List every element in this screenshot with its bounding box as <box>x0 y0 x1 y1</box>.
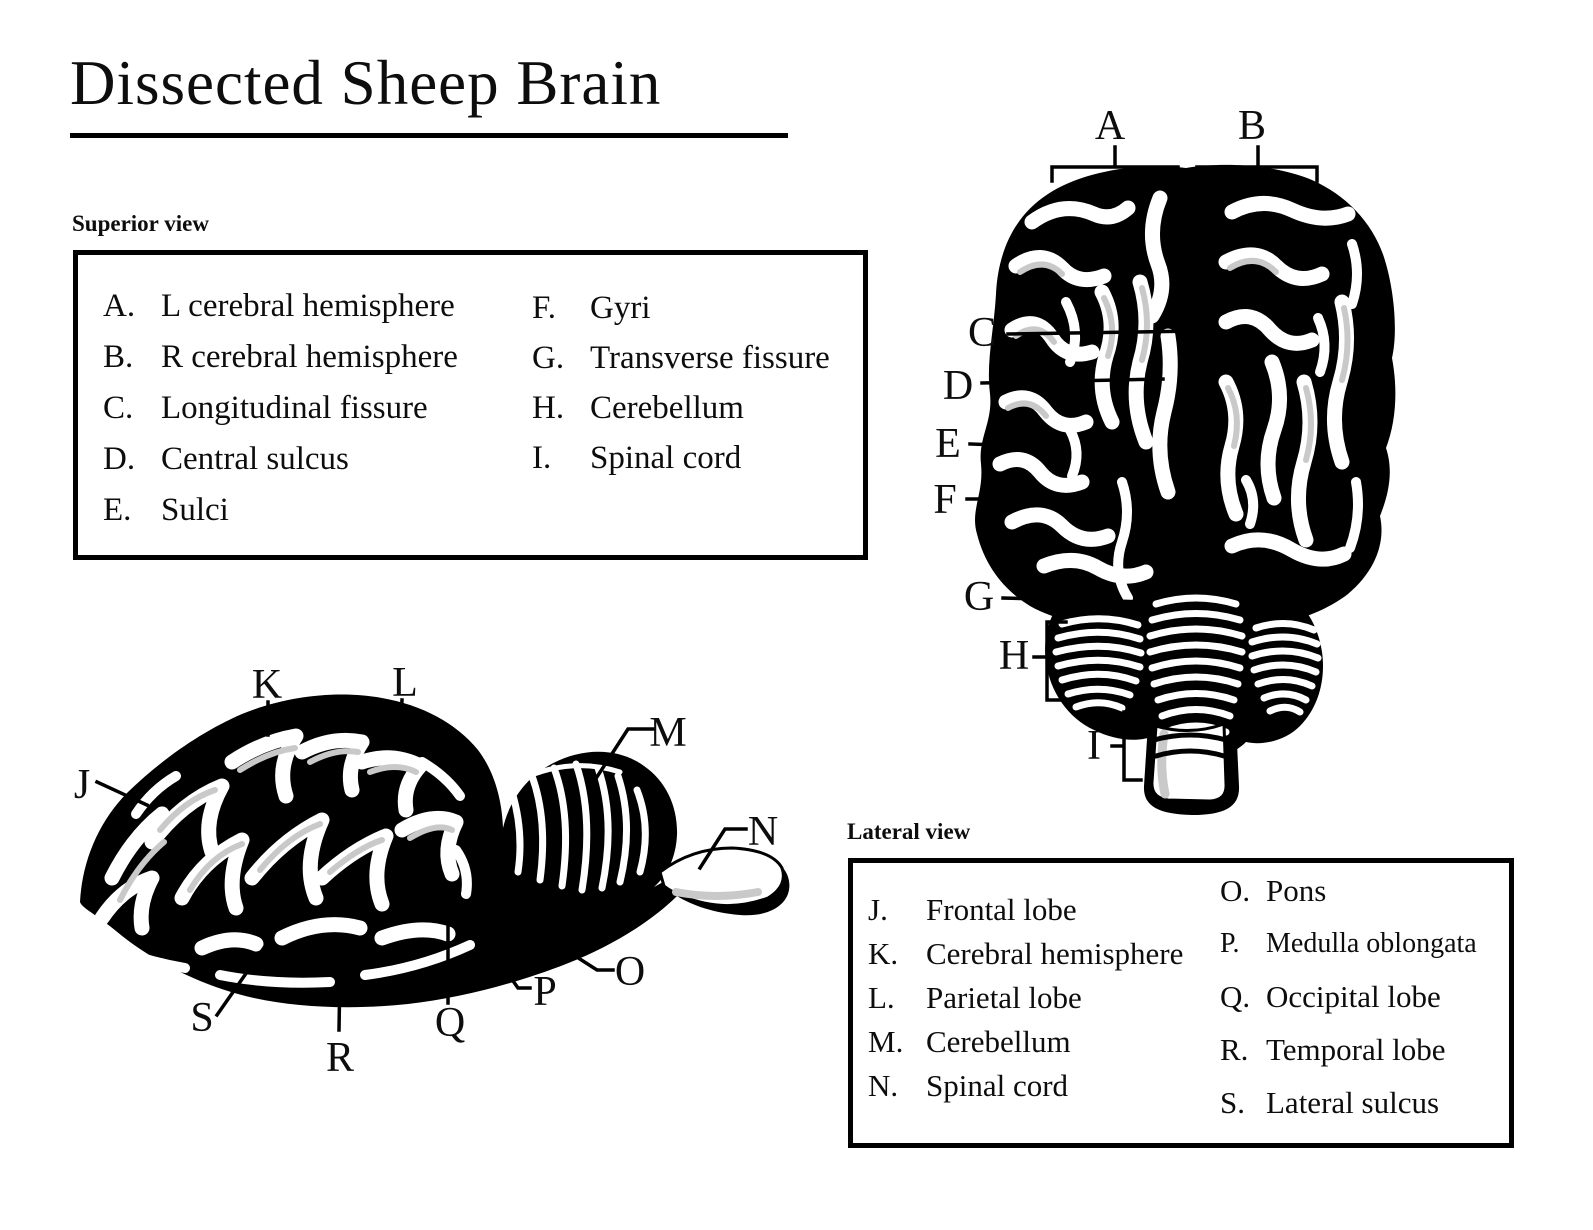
fig-label-h: H <box>998 633 1030 679</box>
superior-cerebellum <box>1052 594 1322 736</box>
legend-label: L cerebral hemisphere <box>161 288 455 324</box>
legend-item-j: J. Frontal lobe <box>868 888 1183 932</box>
legend-letter: B. <box>103 339 134 375</box>
fig-label-c: C <box>967 310 997 356</box>
superior-legend-column-1: A. L cerebral hemisphere B. R cerebral hem… <box>103 281 458 536</box>
fig-label-j: J <box>73 762 91 808</box>
legend-item-b: B. R cerebral hemisphere <box>103 332 458 383</box>
fig-label-f: F <box>933 477 957 523</box>
lateral-cerebellum <box>508 760 649 894</box>
lateral-spinal-cord <box>658 846 785 908</box>
fig-label-e: E <box>935 421 961 467</box>
superior-annotations <box>965 145 1319 782</box>
lateral-legend-column-2: O. Pons P. Medulla oblongata Q. Occipital l… <box>1220 864 1477 1129</box>
legend-item-a: A. L cerebral hemisphere <box>103 281 458 332</box>
page-title: Dissected Sheep Brain <box>70 44 788 138</box>
legend-letter: O. <box>1220 873 1251 908</box>
legend-label: Cerebellum <box>590 390 744 426</box>
legend-item-n: N. Spinal cord <box>868 1064 1183 1108</box>
legend-label: R cerebral hemisphere <box>161 339 458 375</box>
fig-label-i: I <box>1087 723 1101 769</box>
legend-item-r: R. Temporal lobe <box>1220 1023 1477 1076</box>
fig-label-n: N <box>747 809 779 855</box>
superior-spinal-cord <box>1150 721 1229 803</box>
legend-letter: I. <box>532 440 552 476</box>
lateral-legend-box <box>848 858 1514 1148</box>
legend-label: Pons <box>1266 873 1327 908</box>
legend-letter: R. <box>1220 1032 1249 1067</box>
lateral-annotations <box>94 698 748 1032</box>
superior-legend-heading: Superior view <box>72 211 209 236</box>
legend-item-h: H. Cerebellum <box>532 383 830 433</box>
legend-item-l: L. Parietal lobe <box>868 976 1183 1020</box>
legend-item-k: K. Cerebral hemisphere <box>868 932 1183 976</box>
legend-letter: F. <box>532 290 556 326</box>
fig-label-a: A <box>1094 103 1126 149</box>
legend-item-e: E. Sulci <box>103 485 458 536</box>
legend-item-o: O. Pons <box>1220 864 1477 917</box>
legend-label: Central sulcus <box>161 441 349 477</box>
legend-label: Spinal cord <box>926 1068 1069 1103</box>
legend-label: Spinal cord <box>590 440 742 476</box>
legend-label: Gyri <box>590 290 651 326</box>
legend-label: Longitudinal fissure <box>161 390 428 426</box>
superior-legend-box <box>73 250 868 560</box>
legend-item-p: P. Medulla oblongata <box>1220 917 1477 970</box>
fig-label-o: O <box>614 949 646 995</box>
legend-label: Temporal lobe <box>1266 1032 1446 1067</box>
fig-label-q: Q <box>434 1000 466 1046</box>
superior-legend-column-2: F. Gyri G. Transverse fissure H. Cerebellum… <box>532 283 830 483</box>
legend-item-i: I. Spinal cord <box>532 433 830 483</box>
fig-label-m: M <box>649 710 687 756</box>
fig-label-d: D <box>942 363 974 409</box>
legend-label: Cerebral hemisphere <box>926 936 1184 971</box>
legend-letter: L. <box>868 980 895 1015</box>
legend-item-q: Q. Occipital lobe <box>1220 970 1477 1023</box>
legend-label: Frontal lobe <box>926 892 1077 927</box>
fig-label-b: B <box>1237 103 1267 149</box>
legend-label: Sulci <box>161 492 229 528</box>
legend-letter: S. <box>1220 1085 1245 1120</box>
fig-label-s: S <box>190 995 214 1041</box>
legend-label: Transverse fissure <box>590 340 830 376</box>
fig-label-r: R <box>325 1035 355 1081</box>
legend-item-c: C. Longitudinal fissure <box>103 383 458 434</box>
legend-item-d: D. Central sulcus <box>103 434 458 485</box>
lateral-legend-heading: Lateral view <box>847 819 971 844</box>
legend-letter: G. <box>532 340 565 376</box>
fig-label-g: G <box>963 574 995 620</box>
legend-letter: J. <box>868 892 888 927</box>
lateral-legend-column-1: J. Frontal lobe K. Cerebral hemisphere L. P… <box>868 888 1183 1108</box>
legend-label: Lateral sulcus <box>1266 1085 1440 1120</box>
legend-letter: A. <box>103 288 136 324</box>
legend-letter: D. <box>103 441 136 477</box>
fig-label-k: K <box>251 662 283 708</box>
superior-brain-illustration <box>965 145 1396 815</box>
lateral-brain-illustration <box>80 694 790 1032</box>
fig-label-l: L <box>392 660 418 706</box>
legend-label: Parietal lobe <box>926 980 1082 1015</box>
legend-letter: C. <box>103 390 134 426</box>
legend-letter: P. <box>1220 928 1240 959</box>
fig-label-p: P <box>533 969 557 1015</box>
legend-label: Medulla oblongata <box>1266 928 1477 959</box>
legend-label: Cerebellum <box>926 1024 1071 1059</box>
legend-letter: H. <box>532 390 565 426</box>
legend-letter: E. <box>103 492 132 528</box>
legend-item-g: G. Transverse fissure <box>532 333 830 383</box>
legend-item-m: M. Cerebellum <box>868 1020 1183 1064</box>
legend-letter: M. <box>868 1024 904 1059</box>
legend-letter: K. <box>868 936 899 971</box>
legend-letter: N. <box>868 1068 899 1103</box>
legend-label: Occipital lobe <box>1266 979 1441 1014</box>
legend-item-s: S. Lateral sulcus <box>1220 1076 1477 1129</box>
legend-letter: Q. <box>1220 979 1251 1014</box>
legend-item-f: F. Gyri <box>532 283 830 333</box>
